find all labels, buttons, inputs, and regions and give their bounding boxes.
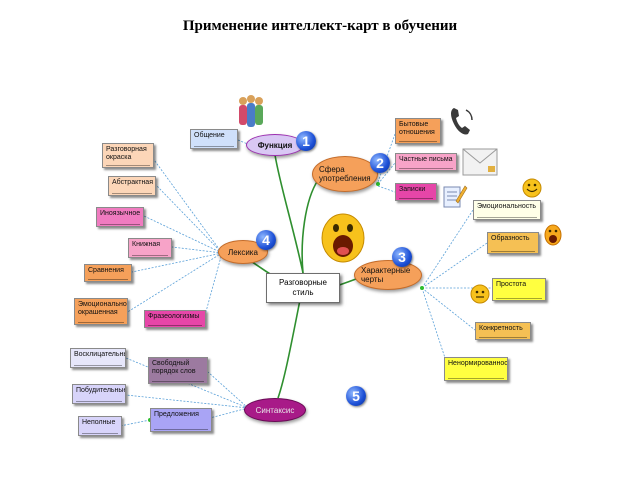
node-knizhnaya-label: Книжная: [132, 241, 161, 248]
branch-node-sfera[interactable]: Сфера употребления: [312, 156, 378, 192]
node-pobuditelnye-label: Побудительные: [76, 387, 126, 394]
link-obraznost: [421, 242, 488, 289]
node-predlozheniya-label: Предложения: [154, 411, 199, 418]
branch-node-sintaksis[interactable]: Синтаксис: [244, 398, 306, 422]
branch-node-funkciya[interactable]: Функция: [246, 134, 304, 156]
node-abstraktnaya-label: Абстрактная: [112, 179, 153, 186]
branch-sfera: [301, 179, 319, 274]
node-svobodnyy-label-2: порядок слов: [152, 368, 196, 375]
link-emocionalno: [125, 252, 223, 314]
node-nepolnye[interactable]: Неполные: [78, 416, 122, 436]
node-emocionalno-label-2: окрашенная: [78, 309, 118, 316]
node-frazeologizmy[interactable]: Фразеологизмы: [144, 310, 206, 328]
node-svobodnyy[interactable]: Свободный порядок слов: [148, 357, 208, 384]
link-nenormirovannost: [421, 287, 448, 365]
node-emocionalno-label-1: Эмоционально-: [78, 301, 128, 308]
node-prostota-label: Простота: [496, 281, 527, 288]
node-vosklicatelnye[interactable]: Восклицательные: [70, 348, 126, 368]
branch-label-harakter-2: черты: [361, 275, 384, 284]
node-emocionalno[interactable]: Эмоционально- окрашенная: [74, 298, 128, 325]
node-razgovornaya[interactable]: Разговорная окраска: [102, 143, 154, 168]
link-sravneniya: [131, 252, 223, 273]
link-zapiski: [377, 185, 396, 193]
node-nenormirovannost-label: Ненормированность: [448, 360, 508, 367]
node-sravneniya-label: Сравнения: [88, 267, 124, 274]
node-emocionalnost-label: Эмоциональность: [477, 203, 537, 210]
node-nenormirovannost[interactable]: Ненормированность: [444, 357, 508, 381]
node-pobuditelnye[interactable]: Побудительные: [72, 384, 126, 404]
badge-5: 5: [346, 386, 366, 406]
link-pobuditelnye: [125, 394, 249, 409]
link-chastnye: [377, 162, 396, 185]
node-sravneniya[interactable]: Сравнения: [84, 264, 132, 282]
link-vosklicatelnye: [125, 357, 249, 409]
badge-1: 1: [296, 131, 316, 151]
node-konkretnost-label: Конкретность: [479, 325, 523, 332]
link-frazeologizmy: [203, 252, 223, 320]
node-abstraktnaya[interactable]: Абстрактная: [108, 176, 156, 196]
notepad-icon: [443, 185, 468, 208]
node-zapiski-label: Записки: [399, 186, 426, 193]
node-obshchenie[interactable]: Общение: [190, 129, 238, 149]
badge-3: 3: [392, 247, 412, 267]
node-chastnye-label: Частные письма: [399, 156, 453, 163]
envelope-icon: [462, 148, 498, 176]
badge-2: 2: [370, 153, 390, 173]
node-zapiski[interactable]: Записки: [395, 183, 437, 201]
branch-label-sintaksis: Синтаксис: [255, 405, 295, 415]
link-abstraktnaya: [155, 184, 223, 254]
center-line1: Разговорные: [279, 278, 327, 287]
node-bytovye[interactable]: Бытовые отношения: [395, 118, 441, 144]
link-svobodnyy: [207, 371, 249, 409]
smiley-neutral-icon: [470, 284, 490, 304]
node-prostota[interactable]: Простота: [492, 278, 546, 301]
branch-funkciya: [274, 154, 304, 274]
node-inoyazychnye[interactable]: Иноязычное: [96, 207, 144, 227]
node-razgovornaya-label-2: окраска: [106, 154, 132, 161]
link-emocionalnost: [421, 209, 474, 289]
node-obraznost-label: Образность: [491, 235, 530, 242]
node-bytovye-label-2: отношения: [399, 129, 435, 136]
link-konkretnost: [421, 287, 476, 331]
node-inoyazychnye-label: Иноязычное: [100, 210, 141, 217]
node-obshchenie-label: Общение: [194, 132, 225, 139]
branch-sintaksis: [277, 299, 301, 399]
node-bytovye-label-1: Бытовые: [399, 121, 429, 128]
branch-label-sfera-1: Сфера: [319, 165, 345, 174]
smiley-shouting-icon: [321, 213, 365, 263]
node-vosklicatelnye-label: Восклицательные: [74, 351, 125, 358]
phone-icon: [451, 108, 473, 135]
link-razgovornaya: [151, 156, 223, 254]
branch-label-leksika: Лексика: [228, 247, 258, 257]
node-obraznost[interactable]: Образность: [487, 232, 539, 254]
center-line2: стиль: [292, 288, 314, 297]
node-frazeologizmy-label: Фразеологизмы: [148, 313, 200, 320]
node-predlozheniya[interactable]: Предложения: [150, 408, 212, 432]
people-icon: [239, 95, 263, 127]
branch-label-harakter-1: Характерные: [361, 266, 411, 275]
link-knizhnaya: [171, 246, 223, 254]
branch-label-funkciya: Функция: [257, 140, 293, 150]
node-emocionalnost[interactable]: Эмоциональность: [473, 200, 541, 220]
page-title: Применение интеллект-карт в обучении: [182, 18, 458, 34]
node-svobodnyy-label-1: Свободный: [152, 360, 190, 367]
branch-node-harakter[interactable]: Характерные черты: [354, 260, 422, 290]
link-predlozheniya: [209, 407, 249, 419]
link-nepolnye: [119, 419, 151, 427]
node-chastnye[interactable]: Частные письма: [395, 153, 457, 171]
center-node[interactable]: Разговорные стиль: [266, 273, 340, 303]
branch-node-leksika[interactable]: Лексика: [218, 240, 268, 264]
node-razgovornaya-label-1: Разговорная: [106, 146, 147, 153]
branch-label-sfera-2: употребления: [319, 174, 371, 183]
badge-4: 4: [256, 230, 276, 250]
smiley-scared-icon: [544, 224, 562, 246]
node-nepolnye-label: Неполные: [82, 419, 116, 426]
link-inoyazychnye: [143, 215, 223, 254]
node-knizhnaya[interactable]: Книжная: [128, 238, 172, 258]
smiley-happy-icon: [522, 178, 542, 198]
node-konkretnost[interactable]: Конкретность: [475, 322, 531, 340]
